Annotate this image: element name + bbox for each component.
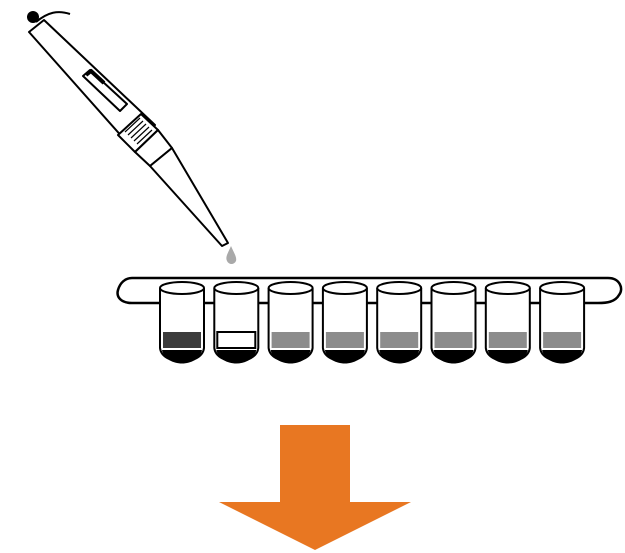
droplet xyxy=(226,246,237,264)
tube-5 xyxy=(376,281,423,364)
tube-tip xyxy=(542,350,583,364)
pipette-icon xyxy=(27,11,229,247)
tube-rim xyxy=(321,281,368,295)
tube-row xyxy=(159,281,586,364)
pipette-tip xyxy=(149,147,229,247)
tube-rim xyxy=(484,281,531,295)
tube-tip xyxy=(379,350,420,364)
tube-tip xyxy=(487,350,528,364)
tube-rim xyxy=(430,281,477,295)
tube-band xyxy=(488,332,527,348)
tube-band xyxy=(271,332,310,348)
tube-tip xyxy=(216,350,257,364)
tube-7 xyxy=(484,281,531,364)
tube-band xyxy=(380,332,419,348)
pipette-hook xyxy=(35,11,71,23)
tube-8 xyxy=(539,281,586,364)
tube-rim xyxy=(376,281,423,295)
window-mark xyxy=(84,69,106,85)
tube-rim xyxy=(539,281,586,295)
tube-rim xyxy=(159,281,205,295)
tube-band xyxy=(543,332,582,348)
tube-rim xyxy=(267,281,314,295)
tube-band xyxy=(434,332,473,348)
tube-2 xyxy=(213,281,260,364)
tube-band xyxy=(325,332,364,348)
tube-tip xyxy=(324,350,365,364)
tube-rim xyxy=(213,281,260,295)
plunger-button xyxy=(27,11,39,23)
tube-tip xyxy=(433,350,474,364)
tube-strip xyxy=(116,276,623,364)
tube-3 xyxy=(267,281,314,364)
tube-4 xyxy=(321,281,368,364)
down-arrow-icon xyxy=(219,425,411,550)
tube-1 xyxy=(159,281,205,364)
tube-band xyxy=(163,332,201,348)
tube-6 xyxy=(430,281,477,364)
grip-lines xyxy=(124,117,153,145)
tube-tip xyxy=(162,350,202,364)
tube-tip xyxy=(270,350,311,364)
tube-band xyxy=(216,331,257,349)
